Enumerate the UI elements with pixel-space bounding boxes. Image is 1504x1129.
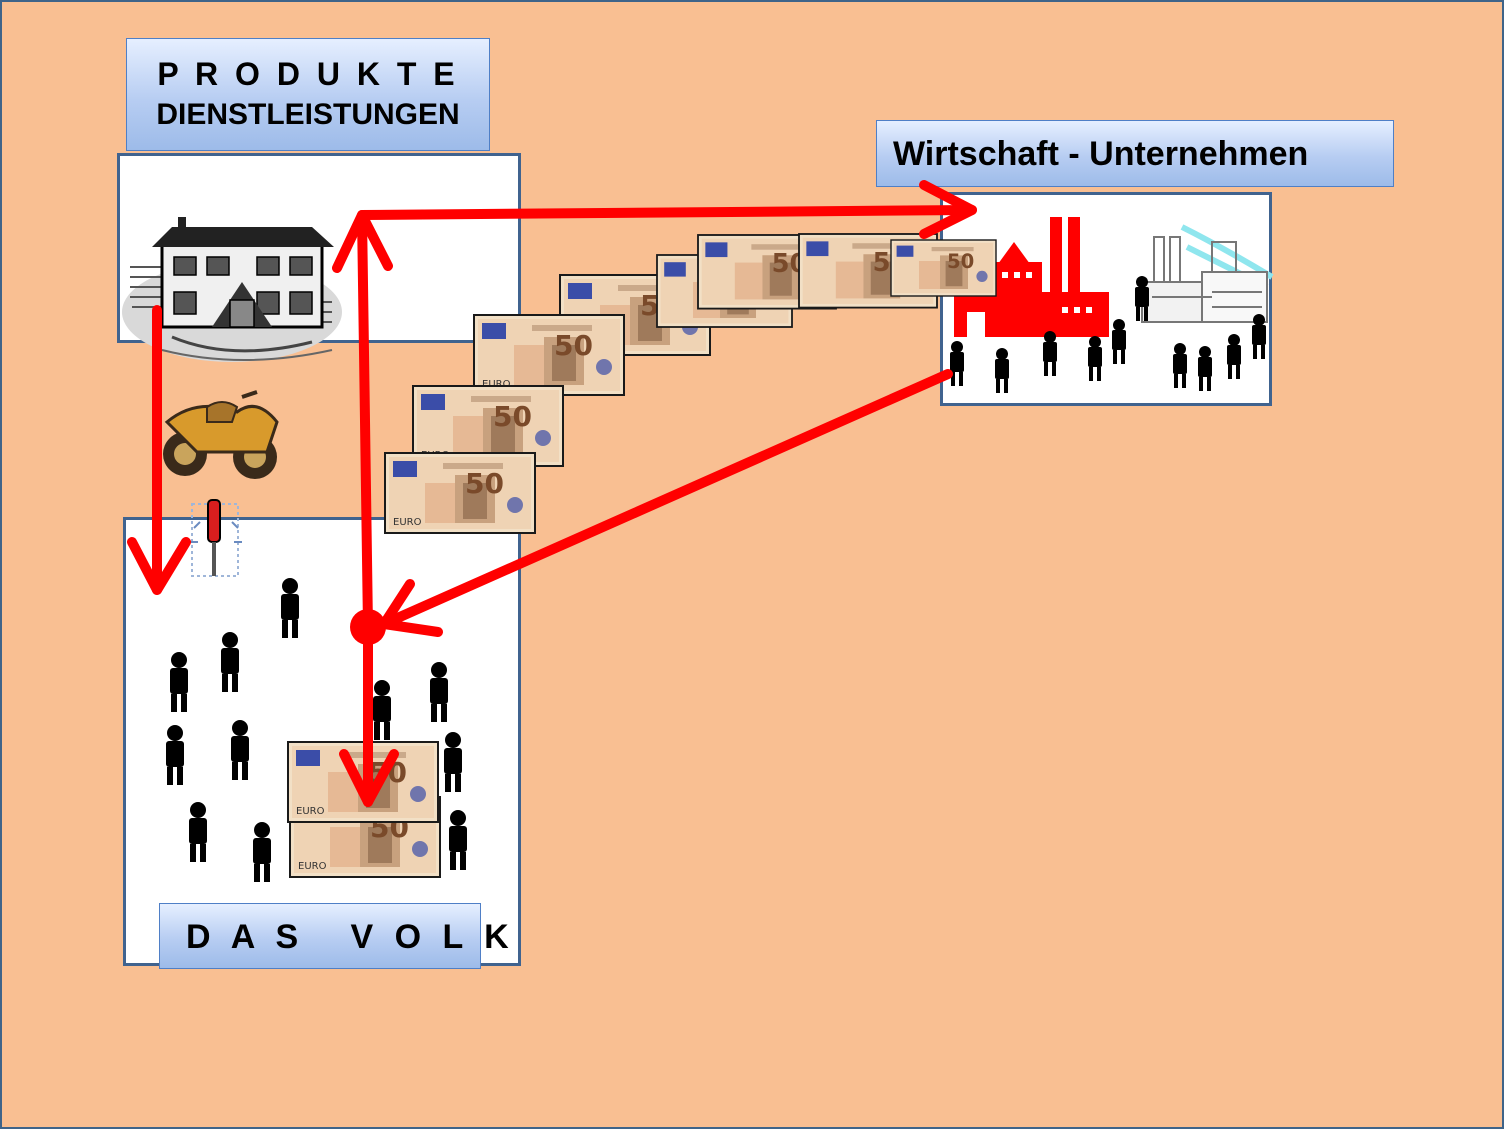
svg-text:50: 50 (947, 250, 974, 273)
products-label: P R O D U K T E DIENSTLEISTUNGEN (126, 38, 490, 151)
arrowhead-money (339, 749, 399, 807)
house-icon (122, 217, 342, 362)
flow-junction (350, 609, 386, 645)
person-icon (1088, 336, 1102, 381)
person-icon (231, 720, 249, 780)
svg-text:EURO: EURO (296, 806, 325, 817)
svg-text:EURO: EURO (393, 517, 422, 528)
person-icon (170, 652, 188, 712)
person-icon (1112, 319, 1126, 364)
svg-text:50: 50 (465, 467, 504, 500)
person-icon (253, 822, 271, 882)
person-icon (1198, 346, 1212, 391)
svg-text:50: 50 (493, 400, 532, 433)
economy-title: Wirtschaft - Unternehmen (893, 135, 1309, 173)
motorcycle-icon (163, 390, 279, 479)
person-icon (166, 725, 184, 785)
person-icon (1227, 334, 1241, 379)
economy-label: Wirtschaft - Unternehmen (876, 120, 1394, 187)
person-icon (221, 632, 239, 692)
person-icon (449, 810, 467, 870)
svg-text:EURO: EURO (482, 379, 511, 390)
arrowhead-up (332, 210, 393, 273)
screwdriver-icon (190, 499, 242, 577)
banknote-icon: 50 (890, 239, 997, 297)
products-title: P R O D U K T E (157, 56, 459, 92)
person-icon (1043, 331, 1057, 376)
person-icon (444, 732, 462, 792)
arrowhead-economy (919, 180, 977, 239)
person-icon (281, 578, 299, 638)
person-icon (373, 680, 391, 740)
svg-text:EURO: EURO (298, 861, 327, 872)
person-icon (995, 348, 1009, 393)
svg-text:50: 50 (554, 329, 593, 362)
person-icon (189, 802, 207, 862)
person-icon (430, 662, 448, 722)
arrowhead-products-to-people (127, 537, 191, 595)
products-subtitle: DIENSTLEISTUNGEN (156, 98, 460, 131)
person-icon (1173, 343, 1187, 388)
person-icon (1252, 314, 1266, 359)
person-icon (950, 341, 964, 386)
people-label: D A S V O L K (159, 903, 509, 969)
arrow-economy-to-people (379, 369, 953, 629)
factory-grey-icon (1141, 224, 1274, 323)
factory-icon (954, 217, 1109, 337)
